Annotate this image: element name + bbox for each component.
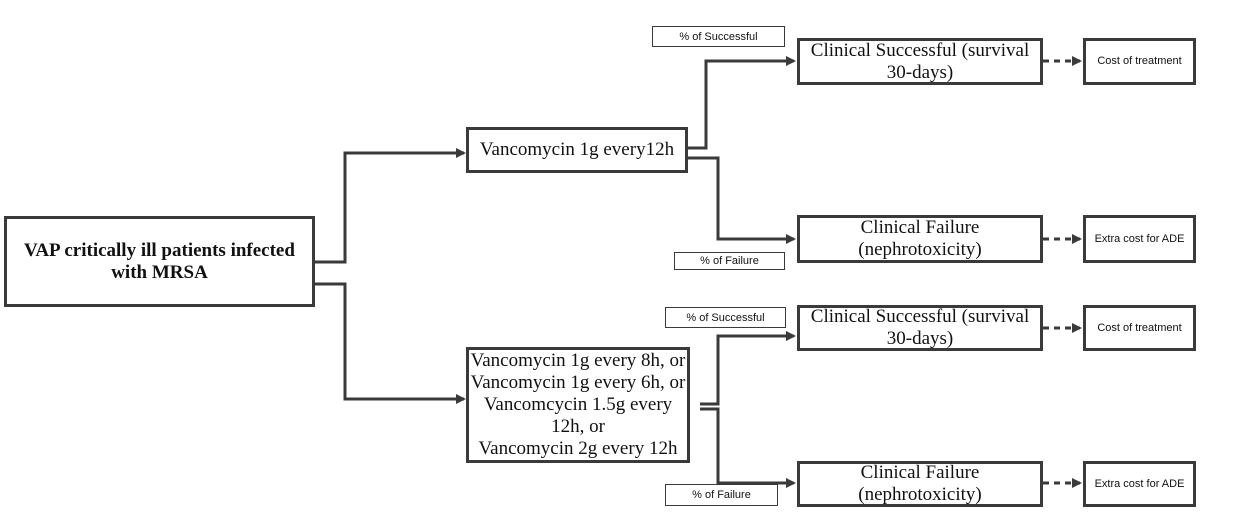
arm-a-failure-outcome-text: Extra cost for ADE <box>1094 232 1185 245</box>
arm-a-node: Vancomycin 1g every12h <box>466 127 688 173</box>
arm-a-success-line-2: 30-days) <box>886 61 954 83</box>
arm-a-success-line-1: Clinical Successful (survival <box>810 39 1030 61</box>
arm-a-failure-line-1: Clinical Failure <box>860 217 980 238</box>
arm-b-success-probability-text: % of Successful <box>686 311 765 324</box>
arm-b-node-line-1: Vancomycin 1g every 8h, or <box>470 350 686 371</box>
arm-a-failure-line-2: (nephrotoxicity) <box>858 239 982 260</box>
arm-a-node-text: Vancomycin 1g every12h <box>479 139 675 160</box>
arm-b-success-outcome: Cost of treatment <box>1083 305 1196 351</box>
arm-b-failure-outcome: Extra cost for ADE <box>1083 461 1196 507</box>
connector-root-to-arm-b <box>314 282 466 404</box>
root-node-line-1: VAP critically ill patients infected <box>24 239 295 261</box>
connector-arm-b-to-failure <box>700 407 796 488</box>
arm-a-failure-node: Clinical Failure (nephrotoxicity) <box>797 215 1043 263</box>
arm-b-failure-probability-label: % of Failure <box>665 484 778 506</box>
arm-a-success-probability-label: % of Successful <box>652 26 785 47</box>
arm-b-success-node: Clinical Successful (survival 30-days) <box>797 305 1043 351</box>
arm-a-success-outcome: Cost of treatment <box>1083 38 1196 85</box>
arm-b-failure-probability-text: % of Failure <box>692 489 751 501</box>
arm-b-failure-node: Clinical Failure (nephrotoxicity) <box>797 461 1043 507</box>
arm-b-node: Vancomycin 1g every 8h, or Vancomycin 1g… <box>466 347 690 463</box>
root-node-line-2: with MRSA <box>111 261 208 283</box>
arm-b-node-line-3: Vancomcycin 1.5g every <box>483 394 673 415</box>
arm-b-success-line-1: Clinical Successful (survival <box>810 306 1030 327</box>
arm-b-node-line-4: 12h, or <box>551 416 605 437</box>
arm-b-node-line-5: Vancomycin 2g every 12h <box>478 438 678 459</box>
arm-b-success-probability-label: % of Successful <box>665 307 786 328</box>
arm-a-failure-probability-label: % of Failure <box>674 252 785 270</box>
arm-a-success-outcome-text: Cost of treatment <box>1097 55 1182 67</box>
arm-b-node-line-2: Vancomycin 1g every 6h, or <box>470 372 686 393</box>
arm-b-success-outcome-text: Cost of treatment <box>1097 321 1182 334</box>
arm-a-success-probability-text: % of Successful <box>679 30 758 43</box>
arm-b-success-line-2: 30-days) <box>886 328 954 349</box>
connector-root-to-arm-a <box>314 148 466 264</box>
arm-a-failure-probability-text: % of Failure <box>700 255 759 267</box>
connector-arm-b-to-success <box>700 331 796 406</box>
arm-b-failure-line-1: Clinical Failure <box>860 462 980 483</box>
connector-arm-a-to-failure <box>688 156 796 244</box>
arm-a-failure-outcome: Extra cost for ADE <box>1083 215 1196 263</box>
arm-a-success-node: Clinical Successful (survival 30-days) <box>797 38 1043 85</box>
arm-b-failure-line-2: (nephrotoxicity) <box>858 484 982 505</box>
arm-b-failure-outcome-text: Extra cost for ADE <box>1094 477 1185 490</box>
root-node: VAP critically ill patients infected wit… <box>4 216 315 307</box>
connector-arm-a-to-success <box>688 56 796 150</box>
